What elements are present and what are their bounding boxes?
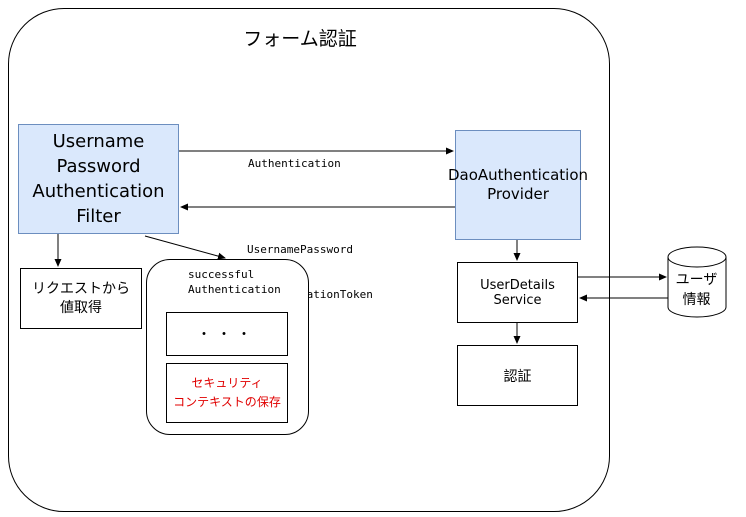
userdetails-service-box: UserDetails Service (457, 262, 578, 323)
provider-line-2: Provider (487, 185, 549, 203)
filter-line-2: Password (56, 156, 141, 177)
filter-line-4: Filter (76, 206, 121, 227)
db-line-1: ユーザ (675, 272, 718, 288)
security-context-save-box: セキュリティ コンテキストの保存 (166, 363, 288, 423)
authentication-box: 認証 (457, 345, 578, 406)
provider-line-1: DaoAuthentication (447, 166, 589, 184)
filter-line-1: Username (52, 131, 145, 152)
filter-line-3: Authentication (32, 181, 165, 202)
form-auth-container (8, 8, 610, 512)
security-line-1: セキュリティ (191, 376, 263, 390)
dao-authentication-provider: DaoAuthentication Provider (448, 130, 588, 240)
database-cylinder (667, 246, 727, 318)
request-line-1: リクエストから (32, 280, 130, 297)
security-line-2: コンテキストの保存 (173, 395, 281, 409)
ellipsis-box: ・・・ (166, 312, 288, 356)
db-line-2: 情報 (682, 292, 711, 308)
edge-label-authentication: Authentication (248, 157, 341, 170)
request-value-box: リクエストから 値取得 (20, 268, 142, 329)
token-line-1: UsernamePassword (247, 243, 353, 256)
user-info-database-label: ユーザ 情報 (668, 270, 725, 310)
username-password-authentication-filter: Username Password Authentication Filter (18, 124, 179, 234)
request-line-2: 値取得 (60, 299, 102, 316)
arrow-filter-to-successful (144, 235, 226, 260)
successful-authentication-label: successful Authentication (188, 268, 281, 296)
diagram-title: フォーム認証 (243, 28, 357, 50)
